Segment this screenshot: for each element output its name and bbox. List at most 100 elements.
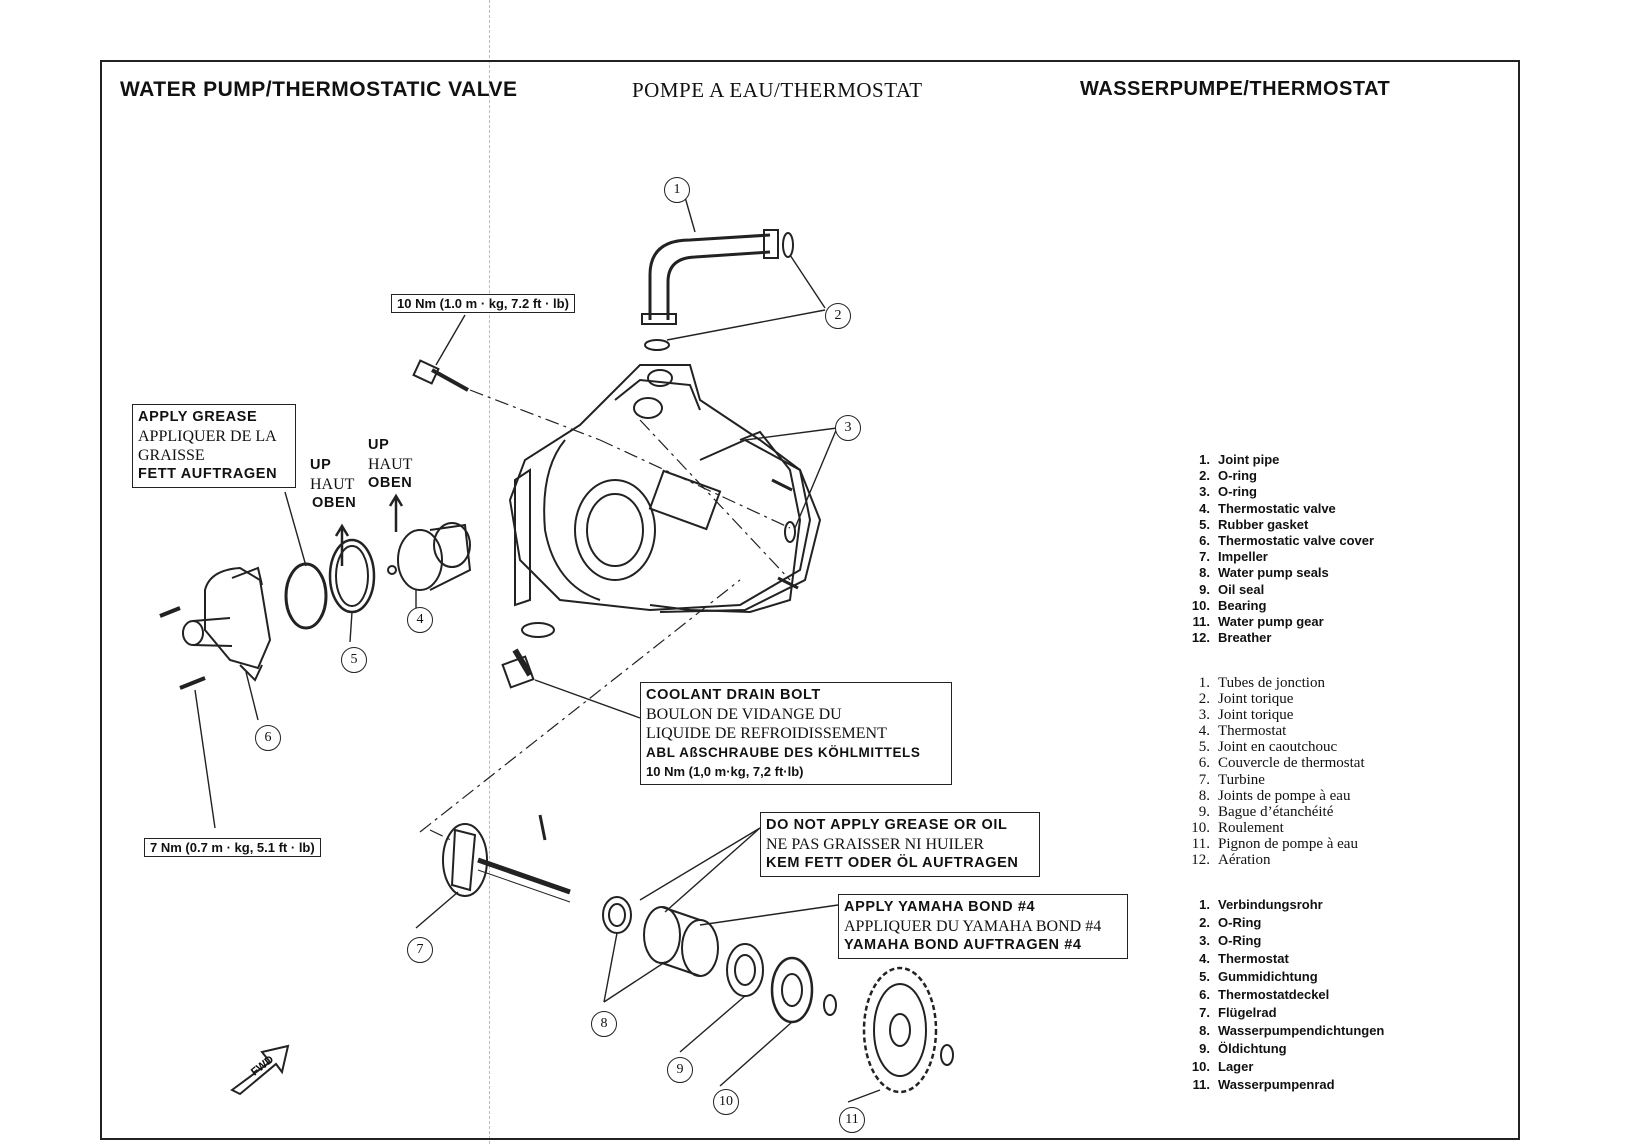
legend-item: 12. Aération: [1180, 852, 1365, 868]
legend-item-label: Thermostat: [1218, 723, 1287, 740]
coolant-fr-2: LIQUIDE DE REFROIDISSEMENT: [646, 725, 887, 742]
legend-item: 11.Water pump gear: [1180, 614, 1374, 630]
legend-item: 7.Flügelrad: [1180, 1004, 1384, 1022]
dowel-pin-lower: [777, 576, 799, 590]
water-pump-gear-part: [862, 966, 938, 1094]
torque-label-top-bolt: 10 Nm (1.0 m · kg, 7.2 ft · lb): [391, 294, 575, 313]
top-bolt-part: [412, 359, 469, 392]
legend-item: 3. O-Ring: [1180, 932, 1384, 950]
bearing-part: [770, 956, 814, 1024]
legend-item-label: Bague d’étanchéité: [1218, 803, 1334, 820]
leader-lines: [194, 196, 881, 1103]
legend-item-label: Thermostat: [1218, 951, 1289, 966]
legend-item: 3.Joint torique: [1180, 707, 1365, 723]
legend-item: 2.O-Ring: [1180, 914, 1384, 932]
thermostat-cover-part: [182, 566, 272, 682]
page-fold-line: [489, 0, 490, 1144]
legend-item: 6.Thermostatdeckel: [1180, 986, 1384, 1004]
no-grease-de: KEM FETT ODER ÖL AUFTRAGEN: [766, 855, 1019, 871]
drain-bolt-part: [501, 648, 535, 689]
legend-item-label: Rubber gasket: [1218, 516, 1309, 532]
legend-item: 8. Wasserpumpendichtungen: [1180, 1022, 1384, 1040]
legend-item-number: 9.: [1199, 581, 1210, 597]
coolant-drain-box: COOLANT DRAIN BOLT BOULON DE VIDANGE DU …: [640, 682, 952, 785]
torque-label-cover-bolts: 7 Nm (0.7 m · kg, 5.1 ft · lb): [144, 838, 321, 857]
legend-item-label: Thermostatic valve cover: [1218, 533, 1375, 549]
legend-item-label: Thermostatic valve: [1218, 500, 1336, 516]
legend-item-number: 9.: [1198, 803, 1210, 820]
joint-pipe-part: [641, 229, 794, 325]
legend-item-label: Oil seal: [1218, 581, 1265, 597]
legend-item-label: O-ring: [1218, 468, 1257, 484]
legend-item: 5.Rubber gasket: [1180, 517, 1374, 533]
legend-item-number: 6.: [1198, 755, 1210, 772]
up-left-de: OBEN: [312, 495, 357, 511]
legend-item: 9.Öldichtung: [1180, 1040, 1384, 1058]
callout-3: 3: [835, 415, 861, 441]
pump-seal-large-part: [643, 906, 719, 977]
legend-item-number: 12.: [1191, 630, 1210, 646]
callout-4: 4: [407, 607, 433, 633]
legend-item-number: 10.: [1191, 1059, 1210, 1074]
thermostat-part: [387, 522, 472, 591]
title-german: WASSERPUMPE/THERMOSTAT: [1080, 78, 1391, 100]
legend-item: 4.Thermostat: [1180, 723, 1365, 739]
circlip-part: [823, 994, 837, 1016]
legend-item-number: 12.: [1191, 852, 1210, 869]
o-ring-cover-part: [284, 562, 328, 630]
legend-item-number: 3.: [1199, 933, 1210, 948]
legend-item-label: Water pump seals: [1218, 565, 1329, 581]
legend-item-label: Wasserpumpenrad: [1218, 1077, 1335, 1092]
callout-8: 8: [591, 1011, 617, 1037]
pump-housing-part: [508, 364, 822, 613]
legend-item: 11.Wasserpumpenrad: [1180, 1076, 1384, 1094]
legend-item-number: 8.: [1199, 565, 1210, 581]
legend-item-number: 5.: [1198, 739, 1210, 756]
legend-item-number: 7.: [1199, 549, 1210, 565]
callout-7: 7: [407, 937, 433, 963]
up-arrow-right: [388, 493, 404, 532]
coolant-fr-1: BOULON DE VIDANGE DU: [646, 706, 842, 723]
bond-fr: APPLIQUER DU YAMAHA BOND #4: [844, 918, 1102, 935]
legend-item-label: Couvercle de thermostat: [1218, 755, 1365, 772]
legend-item-label: Aération: [1218, 852, 1271, 869]
callout-10: 10: [713, 1089, 739, 1115]
dowel-pin-upper: [771, 478, 793, 492]
legend-item-number: 4.: [1199, 951, 1210, 966]
legend-item: 1.Tubes de jonction: [1180, 675, 1365, 691]
legend-item: 10.Roulement: [1180, 820, 1365, 836]
no-grease-box: DO NOT APPLY GREASE OR OIL NE PAS GRAISS…: [760, 812, 1040, 877]
bond-en: APPLY YAMAHA BOND #4: [844, 899, 1036, 915]
legend-item-number: 3.: [1199, 484, 1210, 500]
apply-grease-fr-2: GRAISSE: [138, 447, 205, 464]
no-grease-en: DO NOT APPLY GREASE OR OIL: [766, 817, 1008, 833]
apply-grease-de: FETT AUFTRAGEN: [138, 466, 278, 482]
legend-item: 8.Joints de pompe à eau: [1180, 788, 1365, 804]
legend-item-number: 8.: [1199, 1023, 1210, 1038]
drain-washer-part: [521, 622, 555, 638]
legend-item: 4. Thermostat: [1180, 950, 1384, 968]
legend-item: 11.Pignon de pompe à eau: [1180, 836, 1365, 852]
title-english: WATER PUMP/THERMOSTATIC VALVE: [120, 78, 518, 101]
legend-item-label: Wasserpumpendichtungen: [1218, 1023, 1385, 1038]
legend-item-label: Gummidichtung: [1218, 969, 1318, 984]
legend-item: 10.Bearing: [1180, 598, 1374, 614]
legend-item-number: 6.: [1199, 987, 1210, 1002]
coolant-torque: 10 Nm (1,0 m·kg, 7,2 ft·lb): [646, 764, 804, 779]
legend-item-number: 9.: [1199, 1041, 1210, 1056]
up-arrow-left: [334, 523, 350, 566]
legend-item: 1.Joint pipe: [1180, 452, 1374, 468]
legend-item-number: 10.: [1191, 819, 1210, 836]
legend-item-number: 7.: [1198, 771, 1210, 788]
legend-item-label: Joint torique: [1218, 691, 1294, 708]
gear-circlip-part: [940, 1044, 954, 1066]
legend-item: 6. Couvercle de thermostat: [1180, 755, 1365, 771]
legend-item: 7.Turbine: [1180, 772, 1365, 788]
legend-item-label: O-Ring: [1218, 933, 1262, 948]
apply-grease-en: APPLY GREASE: [138, 409, 258, 425]
pump-seal-small-part: [602, 896, 632, 934]
legend-item-label: Water pump gear: [1218, 614, 1324, 630]
